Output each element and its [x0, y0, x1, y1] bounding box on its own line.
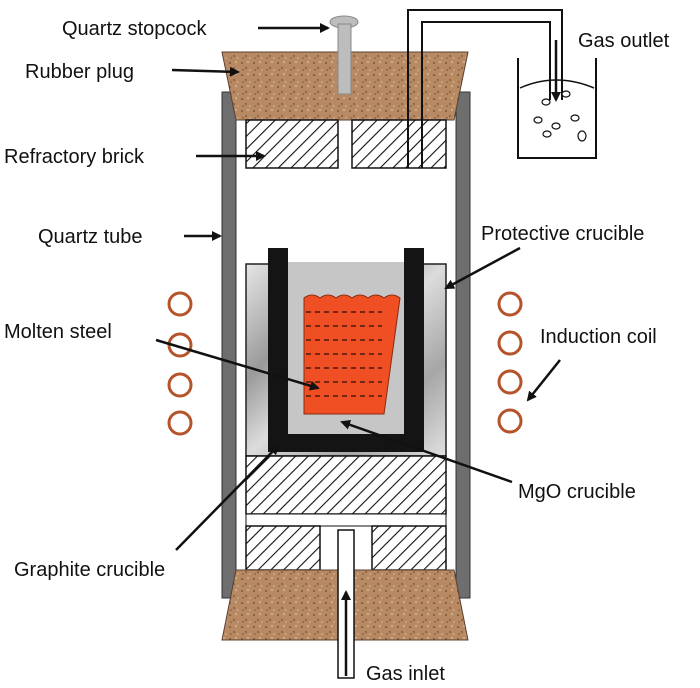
label-quartz-stopcock: Quartz stopcock: [62, 18, 208, 40]
arrow-rubber-plug: [171, 66, 240, 77]
coil-ring-icon: [167, 372, 193, 398]
label-mgo-crucible: MgO crucible: [518, 481, 636, 503]
bottom-gap: [245, 513, 447, 527]
induction-coil-left: [167, 291, 193, 436]
bottom-refractory-brick-left: [245, 525, 321, 571]
gas-outlet-beaker: [517, 58, 597, 159]
label-gas-inlet: Gas inlet: [366, 663, 445, 685]
molten-steel: [303, 294, 401, 415]
coil-ring-icon: [167, 410, 193, 436]
label-refractory-brick: Refractory brick: [4, 146, 145, 168]
quartz-tube-left-wall: [221, 91, 237, 599]
bottom-refractory-block: [245, 455, 447, 515]
label-induction-coil: Induction coil: [540, 326, 657, 348]
label-quartz-tube: Quartz tube: [38, 226, 143, 248]
arrow-protective-crucible: [444, 246, 521, 290]
arrow-induction-coil: [526, 359, 561, 402]
quartz-tube-right-wall: [455, 91, 471, 599]
bottom-refractory-brick-right: [371, 525, 447, 571]
arrow-graphite-crucible: [175, 444, 280, 551]
gas-outlet-tube: [407, 9, 563, 168]
label-graphite-crucible: Graphite crucible: [14, 559, 165, 581]
label-rubber-plug: Rubber plug: [25, 61, 134, 83]
arrow-molten-steel: [155, 338, 320, 391]
pointer-arrows: [155, 23, 561, 551]
top-refractory-brick-left: [245, 119, 339, 169]
coil-ring-icon: [497, 330, 523, 356]
label-protective-crucible: Protective crucible: [481, 223, 644, 245]
gas-inlet-tube: [337, 529, 355, 679]
label-gas-outlet: Gas outlet: [578, 30, 670, 52]
coil-ring-icon: [497, 369, 523, 395]
coil-ring-icon: [167, 291, 193, 317]
top-refractory-brick-right: [351, 119, 447, 169]
coil-ring-icon: [497, 291, 523, 317]
quartz-stopcock-icon: [329, 15, 359, 95]
arrow-mgo-crucible: [340, 419, 513, 484]
label-molten-steel: Molten steel: [4, 321, 112, 343]
induction-coil-right: [497, 291, 523, 434]
coil-ring-icon: [497, 408, 523, 434]
